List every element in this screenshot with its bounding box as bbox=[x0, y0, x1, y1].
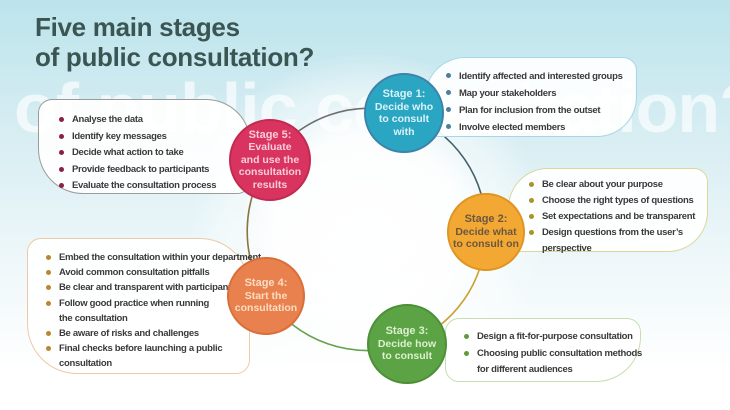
bullet-text: Identify affected and interested groups bbox=[459, 71, 623, 82]
bullet-dot bbox=[46, 331, 51, 337]
bullet-dot bbox=[446, 107, 451, 112]
bullet-dot bbox=[59, 166, 64, 172]
bullet-item: Identify affected and interested groups bbox=[446, 68, 630, 85]
bullet-text: Design questions from the user’s perspec… bbox=[542, 227, 683, 254]
stage2-description: Decide what to consult on bbox=[453, 225, 519, 251]
bullet-dot bbox=[46, 270, 51, 276]
bullet-dot bbox=[59, 117, 64, 122]
stage2-circle: Stage 2: Decide what to consult on bbox=[447, 193, 525, 271]
bullet-dot bbox=[464, 334, 469, 339]
stage5-circle: Stage 5: Evaluate and use the consultati… bbox=[229, 119, 311, 201]
stage2-bullet-list: Be clear about your purpose Choose the r… bbox=[529, 177, 701, 257]
bullet-dot bbox=[446, 124, 451, 129]
bullet-item: Evaluate the consultation process bbox=[59, 178, 244, 195]
bullet-item: Be clear and transparent with participan… bbox=[46, 280, 243, 295]
bullet-text: Map your stakeholders bbox=[459, 88, 557, 99]
bullet-text: Identify key messages bbox=[72, 130, 167, 142]
bullet-text: Be aware of risks and challenges bbox=[59, 328, 199, 340]
stage4-label: Stage 4: bbox=[244, 277, 288, 290]
bullet-item: Be aware of risks and challenges bbox=[46, 326, 243, 341]
bullet-dot bbox=[529, 198, 534, 203]
bullet-item: Provide feedback to participants bbox=[59, 162, 244, 179]
bullet-text: Be clear and transparent with participan… bbox=[59, 282, 236, 294]
title-line-1: Five main stages bbox=[35, 12, 240, 42]
bullet-text: Evaluate the consultation process bbox=[72, 180, 217, 191]
bullet-text: Avoid common consultation pitfalls bbox=[59, 267, 210, 279]
stage3-notes-box: Design a fit-for-purpose consultation Ch… bbox=[445, 318, 642, 382]
stage2-notes-box: Be clear about your purpose Choose the r… bbox=[508, 168, 708, 254]
bullet-item: Involve elected members bbox=[446, 119, 630, 136]
bullet-dot bbox=[464, 350, 469, 356]
bullet-text: Embed the consultation within your depar… bbox=[59, 252, 261, 263]
bullet-text: Follow good practice when running the co… bbox=[59, 297, 210, 324]
bullet-item: Avoid common consultation pitfalls bbox=[46, 265, 243, 280]
stage1-description: Decide who to consult with bbox=[374, 100, 434, 138]
bullet-dot bbox=[59, 133, 64, 139]
bullet-dot bbox=[46, 285, 51, 291]
bullet-dot bbox=[529, 182, 534, 187]
stage5-label: Stage 5: bbox=[248, 128, 292, 141]
stage4-notes-box: Embed the consultation within your depar… bbox=[27, 238, 261, 374]
stage1-bullet-list: Identify affected and interested groups … bbox=[446, 68, 630, 136]
stage2-label: Stage 2: bbox=[464, 213, 508, 226]
bullet-item: Design a fit-for-purpose consultation bbox=[464, 329, 634, 346]
stage1-notes-box: Identify affected and interested groups … bbox=[425, 57, 637, 137]
bullet-dot bbox=[529, 214, 534, 219]
stage3-label: Stage 3: bbox=[385, 325, 429, 338]
bullet-item: Be clear about your purpose bbox=[529, 177, 701, 193]
bullet-dot bbox=[529, 230, 534, 235]
stage1-circle: Stage 1: Decide who to consult with bbox=[364, 73, 444, 153]
bullet-text: Set expectations and be transparent bbox=[542, 211, 696, 222]
bullet-item: Final checks before launching a public c… bbox=[46, 341, 243, 371]
bullet-dot bbox=[46, 346, 51, 352]
bullet-text: Choosing public consultation methods for… bbox=[477, 347, 642, 376]
stage4-bullet-list: Embed the consultation within your depar… bbox=[46, 250, 261, 372]
bullet-text: Provide feedback to participants bbox=[72, 163, 210, 175]
title-line-2: of public consultation? bbox=[35, 42, 315, 72]
bullet-dot bbox=[46, 255, 51, 260]
bullet-dot bbox=[59, 183, 64, 188]
stage1-label: Stage 1: bbox=[382, 88, 426, 100]
bullet-dot bbox=[446, 73, 451, 78]
bullet-item: Decide what action to take bbox=[59, 145, 244, 162]
stage5-bullet-list: Analyse the data Identify key messages D… bbox=[59, 112, 244, 195]
bullet-text: Plan for inclusion from the outset bbox=[459, 105, 601, 116]
bullet-item: Plan for inclusion from the outset bbox=[446, 102, 630, 119]
bullet-text: Decide what action to take bbox=[72, 147, 184, 158]
stage4-description: Start the consultation bbox=[234, 289, 298, 315]
bullet-text: Be clear about your purpose bbox=[542, 179, 663, 190]
bullet-dot bbox=[46, 300, 51, 306]
bullet-text: Analyse the data bbox=[72, 114, 143, 125]
bullet-text: Design a fit-for-purpose consultation bbox=[477, 331, 633, 342]
bullet-item: Map your stakeholders bbox=[446, 85, 630, 102]
stage5-description: Evaluate and use the consultation result… bbox=[238, 141, 302, 191]
bullet-dot bbox=[446, 90, 451, 95]
bullet-item: Set expectations and be transparent bbox=[529, 209, 701, 225]
bullet-dot bbox=[59, 150, 64, 155]
bullet-item: Identify key messages bbox=[59, 129, 244, 146]
bullet-text: Choose the right types of questions bbox=[542, 195, 694, 206]
bullet-item: Choosing public consultation methods for… bbox=[464, 346, 642, 379]
bullet-text: Final checks before launching a public c… bbox=[59, 343, 223, 370]
stage3-circle: Stage 3: Decide how to consult bbox=[367, 304, 447, 384]
bullet-item: Analyse the data bbox=[59, 112, 244, 129]
bullet-item: Choose the right types of questions bbox=[529, 193, 701, 209]
stage3-description: Decide how to consult bbox=[377, 337, 437, 363]
bullet-item: Follow good practice when running the co… bbox=[46, 296, 243, 326]
bullet-text: Involve elected members bbox=[459, 122, 566, 133]
bullet-item: Design questions from the user’s perspec… bbox=[529, 225, 701, 257]
stage4-circle: Stage 4: Start the consultation bbox=[227, 257, 305, 335]
bullet-item: Embed the consultation within your depar… bbox=[46, 250, 261, 265]
stage5-notes-box: Analyse the data Identify key messages D… bbox=[38, 99, 251, 194]
stage3-bullet-list: Design a fit-for-purpose consultation Ch… bbox=[464, 329, 642, 379]
